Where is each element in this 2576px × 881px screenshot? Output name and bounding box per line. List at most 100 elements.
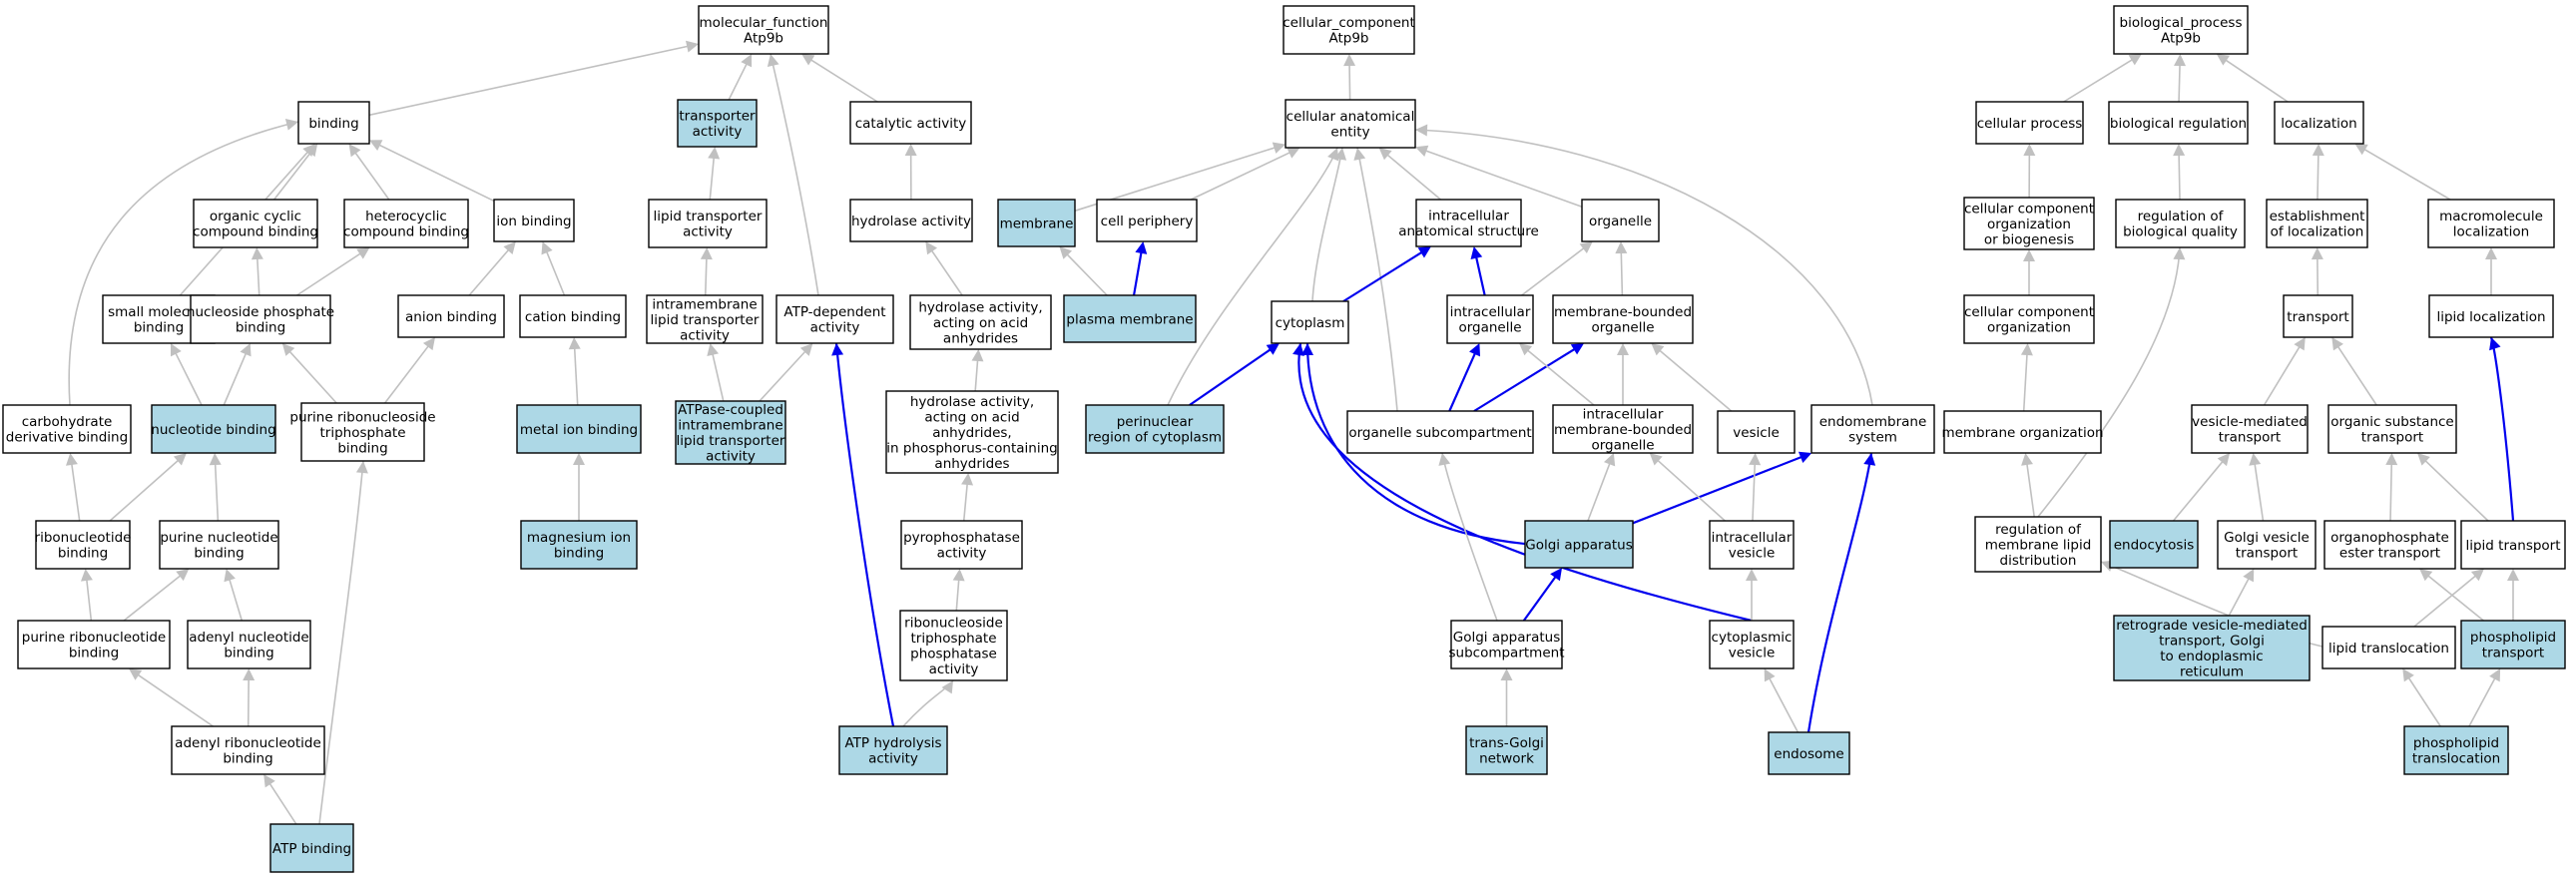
- node-label: lipid localization: [2436, 309, 2545, 325]
- node-label: ribonucleotide: [35, 530, 132, 546]
- node-label: phospholipid: [2470, 630, 2556, 646]
- node-localization: localization: [2274, 101, 2364, 145]
- edge-golgisub-to-golgi: [1522, 568, 1563, 622]
- edge-line: [770, 53, 819, 296]
- edge-mbo-to-organelle: [1615, 241, 1628, 296]
- node-label: ATP binding: [272, 841, 351, 857]
- node-box: [2266, 199, 2368, 248]
- edge-arrowhead: [2485, 247, 2497, 259]
- edge-heterocyclic-to-binding: [348, 144, 390, 201]
- node-box: [2108, 101, 2249, 145]
- node-box: [1810, 404, 1935, 454]
- edge-imbo-to-intorg: [1519, 343, 1595, 406]
- edge-line: [1297, 342, 1753, 623]
- edge-line: [2413, 574, 2477, 628]
- edge-line: [2263, 345, 2302, 406]
- edge-purribtri-to-nucphos: [281, 343, 337, 404]
- node-box: [397, 294, 505, 338]
- node-label: hydrolase activity,: [910, 394, 1034, 410]
- edge-localization-to-bp: [2216, 54, 2289, 103]
- node-label: organic substance: [2330, 414, 2453, 430]
- edge-vesicle-to-mbo: [1651, 343, 1733, 412]
- edge-line: [1342, 250, 1424, 302]
- node-label: Atp9b: [2161, 31, 2201, 47]
- node-label: of localization: [2271, 224, 2364, 240]
- node-box: [1346, 410, 1534, 454]
- node-plasmamem: plasma membrane: [1063, 294, 1197, 343]
- node-label: endocytosis: [2114, 537, 2194, 553]
- edge-arrowhead: [1417, 246, 1431, 258]
- node-box: [648, 199, 768, 248]
- edge-bioreg-to-bp: [2174, 54, 2187, 103]
- edge-arrowhead: [541, 241, 553, 255]
- edge-line: [759, 349, 807, 402]
- edge-arrowhead: [686, 40, 699, 53]
- node-ribotri: ribonucleosidetriphosphatephosphataseact…: [899, 610, 1008, 681]
- node-label: compound binding: [343, 224, 469, 240]
- edge-line: [2407, 675, 2441, 727]
- node-box: [1552, 404, 1694, 454]
- node-label: adenyl nucleotide: [189, 630, 309, 646]
- edge-arrowhead: [171, 343, 182, 357]
- edge-line: [2468, 676, 2497, 727]
- edge-arrowhead: [707, 343, 720, 357]
- edge-cytoves-to-cytoplasm: [1292, 342, 1753, 623]
- edge-line: [2423, 459, 2489, 522]
- edge-phostransport-to-lipidtransport: [2507, 569, 2519, 621]
- node-box: [2109, 520, 2199, 569]
- edge-golgi-to-imbo: [1587, 453, 1616, 522]
- edge-line: [2336, 344, 2377, 406]
- edge-arrowhead: [2294, 337, 2306, 351]
- edge-arrowhead: [176, 569, 190, 582]
- edge-arrowhead: [2217, 453, 2231, 467]
- node-label: subcompartment: [1449, 646, 1565, 661]
- edge-arrowhead: [1651, 343, 1665, 356]
- edge-arrowhead: [1272, 142, 1286, 154]
- node-label: anhydrides: [943, 330, 1018, 346]
- edge-arrowhead: [243, 668, 256, 681]
- edge-line: [711, 352, 725, 402]
- edge-line: [377, 144, 495, 203]
- node-memorg: membrane organization: [1941, 410, 2104, 454]
- edge-arrowhead: [2249, 453, 2262, 466]
- edge-line: [214, 462, 220, 522]
- edge-arrowhead: [80, 569, 93, 582]
- node-box: [1524, 520, 1634, 569]
- node-cytoplasm: cytoplasm: [1271, 300, 1349, 344]
- node-label: anhydrides: [934, 456, 1009, 472]
- edge-catalytic-to-mf: [801, 54, 878, 103]
- edge-arrowhead: [708, 147, 721, 160]
- edge-transport-to-estlocal: [2311, 247, 2323, 296]
- node-label: organic cyclic: [210, 209, 301, 224]
- node-membrane: membrane: [997, 199, 1076, 247]
- node-box: [193, 199, 318, 248]
- edge-cae-to-cc: [1343, 54, 1356, 101]
- edge-arrowhead: [952, 569, 965, 582]
- node-box: [300, 402, 425, 462]
- edge-arrowhead: [503, 241, 516, 255]
- edge-line: [2224, 58, 2289, 103]
- node-box: [520, 520, 638, 570]
- edge-regmem-to-regbioqual: [2037, 246, 2186, 518]
- node-label: molecular_function: [700, 15, 828, 31]
- node-box: [151, 404, 276, 454]
- edge-arrowhead: [348, 144, 361, 158]
- node-label: cellular component: [1964, 201, 2094, 217]
- node-label: intracellular: [1712, 530, 1793, 546]
- edge-plasmamem-to-membrane: [1059, 246, 1108, 296]
- edge-arrowhead: [801, 54, 815, 66]
- edge-arrowhead: [1415, 145, 1429, 158]
- node-label: metal ion binding: [520, 422, 638, 438]
- edge-line: [1806, 452, 1873, 733]
- edge-line: [2022, 352, 2028, 412]
- edge-arrowhead: [1292, 343, 1304, 356]
- edge-line: [545, 249, 566, 296]
- edge-vesmed-to-transport: [2263, 337, 2306, 406]
- node-label: cellular anatomical: [1287, 109, 1415, 125]
